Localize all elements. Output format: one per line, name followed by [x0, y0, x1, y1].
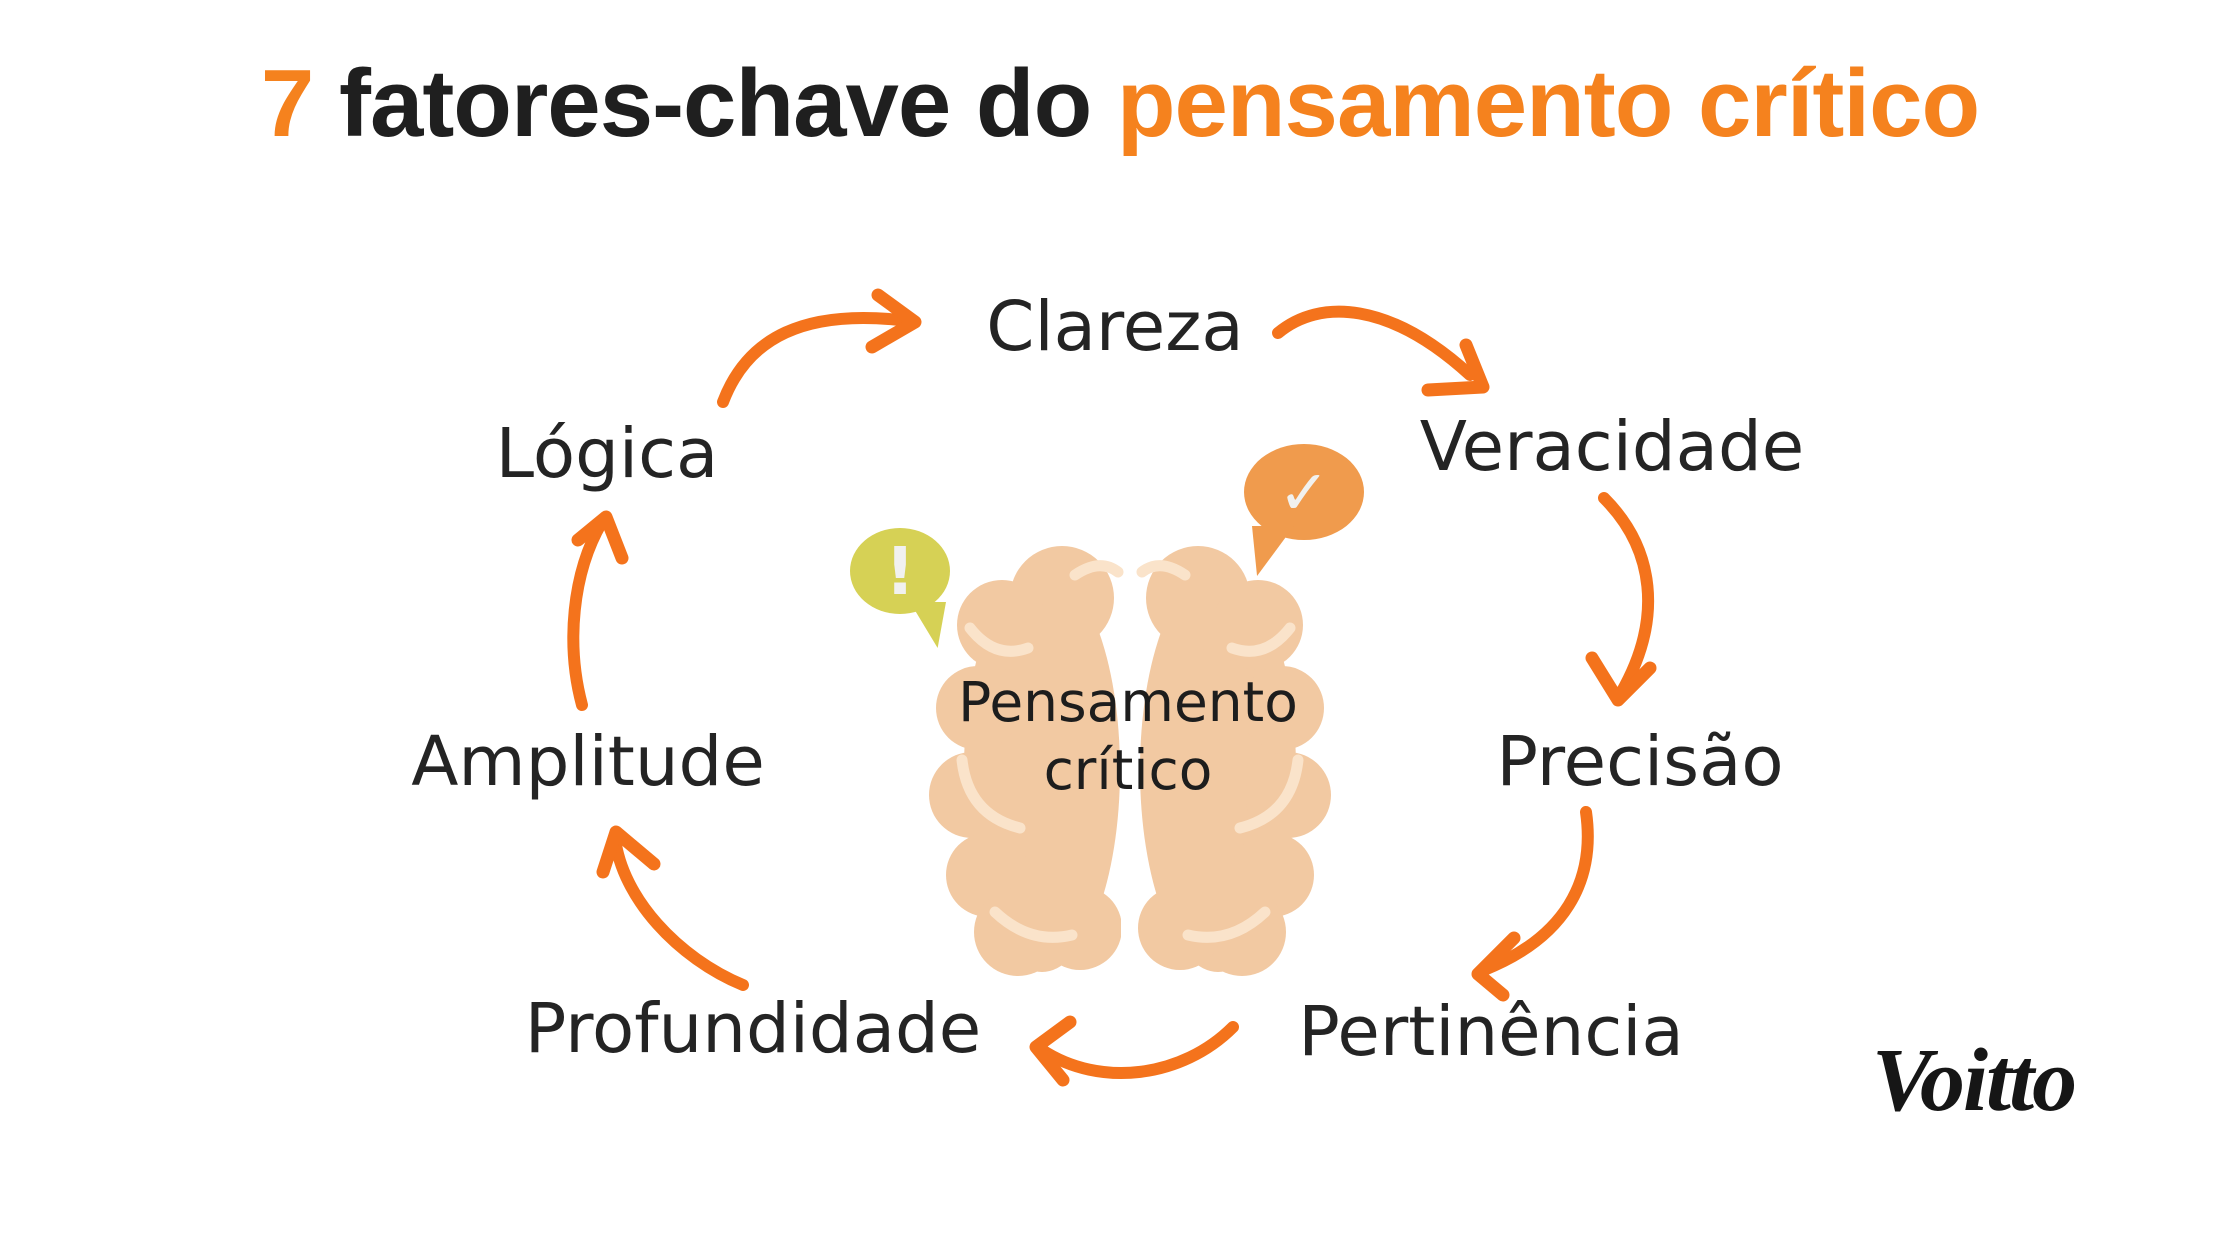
- brain-icon: [929, 545, 1331, 1003]
- arrow-profundidade-to-amplitude: [596, 825, 749, 991]
- center-label: Pensamento crítico: [958, 668, 1298, 804]
- brain-sulci: [956, 560, 1304, 943]
- title-highlight: pensamento crítico: [1116, 50, 1980, 157]
- page-title: 7 fatores-chave do pensamento crítico: [0, 56, 2240, 152]
- arrow-amplitude-to-logica: [567, 510, 629, 711]
- factor-label-logica: Lógica: [495, 414, 719, 494]
- factor-label-profundidade: Profundidade: [524, 989, 982, 1069]
- factor-label-clareza: Clareza: [986, 287, 1244, 367]
- exclamation-icon: !: [884, 532, 916, 610]
- title-text: fatores-chave do: [338, 50, 1092, 157]
- arrow-clareza-to-veracidade: [1272, 305, 1490, 397]
- center-label-line1: Pensamento: [958, 670, 1298, 734]
- title-number: 7: [260, 50, 314, 157]
- cycle-arrows: [567, 288, 1657, 1087]
- factor-label-precisao: Precisão: [1496, 722, 1784, 802]
- arrow-veracidade-to-precisao: [1585, 492, 1657, 707]
- arrow-precisao-to-pertinencia: [1471, 806, 1594, 1002]
- arrow-pertinencia-to-profundidade: [1029, 1015, 1239, 1087]
- check-bubble-icon: ✓: [1244, 444, 1364, 576]
- arrow-logica-to-clareza: [717, 288, 922, 408]
- exclamation-bubble-icon: !: [850, 528, 950, 648]
- voitto-logo: Voitto: [1872, 1031, 2077, 1130]
- factor-label-veracidade: Veracidade: [1419, 407, 1805, 487]
- check-icon: ✓: [1278, 455, 1330, 529]
- factor-label-amplitude: Amplitude: [411, 722, 765, 802]
- factor-label-pertinencia: Pertinência: [1298, 992, 1684, 1072]
- center-label-line2: crítico: [1043, 738, 1213, 802]
